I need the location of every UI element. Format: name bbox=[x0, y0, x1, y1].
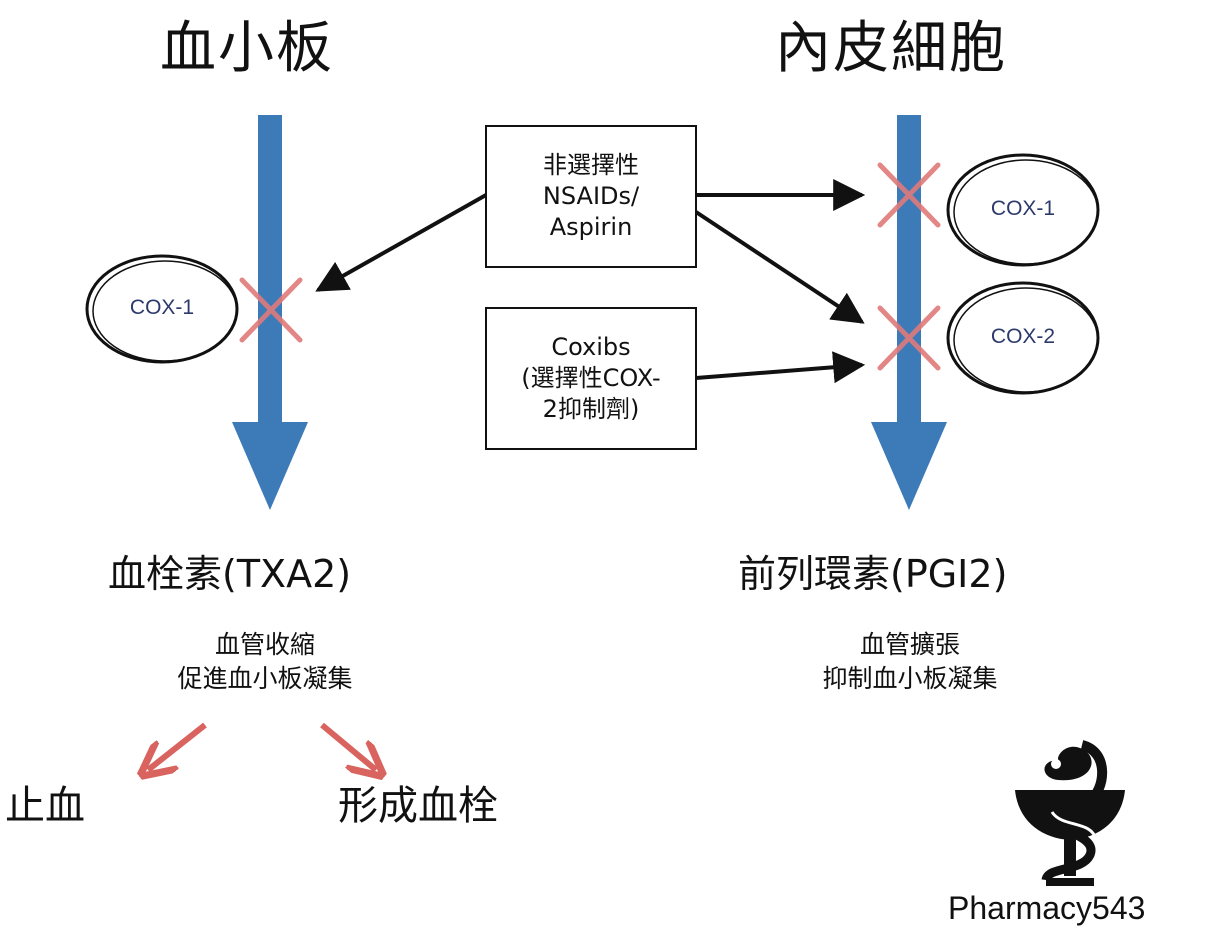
endothelial-effect-antiaggregation: 抑制血小板凝集 bbox=[822, 663, 998, 693]
endothelial-cox2-label: COX-2 bbox=[990, 325, 1056, 348]
endothelial-cox2-circle bbox=[946, 281, 1100, 395]
coxib-label: Coxibs (選擇性COX- 2抑制劑) bbox=[521, 332, 661, 424]
endothelial-cox1-circle bbox=[946, 153, 1100, 267]
bowl-of-hygieia-icon bbox=[1015, 740, 1125, 886]
endothelial-pathway-arrow bbox=[871, 115, 947, 510]
coxib-box: Coxibs (選擇性COX- 2抑制劑) bbox=[485, 307, 697, 450]
inhibition-cross-endothelial-cox1 bbox=[877, 162, 941, 228]
platelet-pathway-arrow bbox=[232, 115, 308, 510]
arrow-nsaid-to-endothelial-cox2 bbox=[694, 210, 865, 324]
platelet-effects: 血管收縮 促進血小板凝集 bbox=[140, 628, 390, 696]
endothelial-effect-vasodilation: 血管擴張 bbox=[859, 630, 960, 659]
nonselective-nsaid-label: 非選擇性 NSAIDs/ Aspirin bbox=[542, 150, 640, 242]
arrow-nsaid-to-platelet-cox1 bbox=[315, 193, 487, 292]
endothelial-title: 內皮細胞 bbox=[775, 16, 1007, 81]
outcome-hemostasis: 止血 bbox=[5, 783, 85, 829]
platelet-effect-vasoconstriction: 血管收縮 bbox=[214, 630, 315, 659]
arrow-to-hemostasis bbox=[148, 722, 207, 770]
platelet-cox1-circle bbox=[85, 254, 239, 364]
platelet-product: 血栓素(TXA2) bbox=[108, 552, 352, 596]
platelet-effect-aggregation: 促進血小板凝集 bbox=[177, 663, 353, 693]
brand-name: Pharmacy543 bbox=[948, 890, 1146, 926]
platelet-title: 血小板 bbox=[160, 16, 334, 81]
arrow-coxib-to-endothelial-cox2 bbox=[695, 351, 866, 384]
endothelial-cox1-label: COX-1 bbox=[990, 197, 1056, 220]
nonselective-nsaid-box: 非選擇性 NSAIDs/ Aspirin bbox=[485, 125, 697, 268]
endothelial-effects: 血管擴張 抑制血小板凝集 bbox=[785, 628, 1035, 696]
arrow-to-thrombosis bbox=[320, 722, 376, 770]
inhibition-cross-platelet-cox1 bbox=[239, 277, 303, 343]
inhibition-cross-endothelial-cox2 bbox=[877, 305, 941, 371]
platelet-cox1-label: COX-1 bbox=[129, 296, 195, 319]
outcome-thrombosis: 形成血栓 bbox=[338, 783, 498, 829]
endothelial-product: 前列環素(PGI2) bbox=[738, 552, 1008, 596]
